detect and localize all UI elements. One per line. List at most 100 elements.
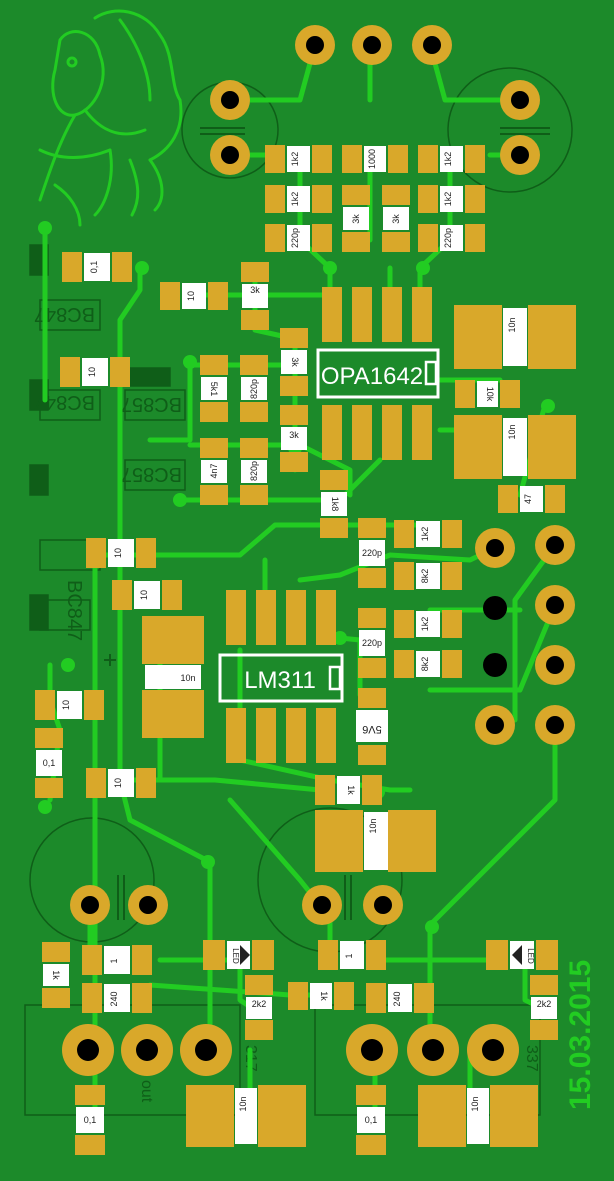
c-10n-a: 10n xyxy=(454,305,576,369)
c-10n-b: 10n xyxy=(454,415,576,479)
r-1k2-c: 1k2 xyxy=(394,520,462,548)
r-10-a: 10 xyxy=(160,282,228,310)
r-mid-1k2-a: 1k2 xyxy=(265,185,332,213)
r-2k2-a-label: 2k2 xyxy=(252,999,267,1009)
fish-logo xyxy=(38,9,183,227)
silk-transistor-5: BC847 xyxy=(63,580,85,641)
polarity-marks xyxy=(104,127,550,920)
r-10-d: 10 xyxy=(35,690,104,720)
r-5k1: 5k1 xyxy=(200,355,228,422)
r-8k2-a-label: 8k2 xyxy=(420,569,430,584)
led-b: LED xyxy=(486,940,558,970)
ic-opa1642: OPA1642 xyxy=(316,287,440,460)
r-1k-b-label: 1k xyxy=(51,970,61,980)
r-5k1-label: 5k1 xyxy=(209,382,219,397)
r-10-c: 10 xyxy=(86,538,156,568)
c-01-mid: 0,1 xyxy=(35,728,63,798)
r-top-1000: 1000 xyxy=(342,145,408,173)
r-3k-b-label: 3k xyxy=(391,214,401,224)
r-10-b: 10 xyxy=(60,357,130,387)
c-220p-a-label: 220p xyxy=(290,228,300,248)
r-top-1000-label: 1000 xyxy=(367,149,377,169)
r-1k-a-label: 1k xyxy=(346,785,356,795)
r-1k2-d: 1k2 xyxy=(394,610,462,638)
led-a: LED xyxy=(203,940,274,970)
c-220p-c: 220p xyxy=(358,518,386,588)
c-820p-a: 820p xyxy=(240,355,268,422)
r-3k-a-label: 3k xyxy=(351,214,361,224)
c-01-br-label: 0,1 xyxy=(365,1115,378,1125)
silk-regulator-337: 337 xyxy=(523,1045,540,1072)
c-220p-b: 220p xyxy=(418,224,485,252)
r-47: 47 xyxy=(498,485,565,513)
r-1-a-label: 1 xyxy=(109,958,119,963)
r-8k2-b-label: 8k2 xyxy=(420,657,430,672)
r-3k-e-label: 3k xyxy=(289,430,299,440)
r-1k2-d-label: 1k2 xyxy=(420,617,430,632)
r-10k-side: 10k xyxy=(455,380,520,408)
c-01-bl-label: 0,1 xyxy=(84,1115,97,1125)
c-01-br: 0,1 xyxy=(356,1085,386,1155)
r-10-f: 10 xyxy=(86,768,156,798)
r-mid-1k2-b-label: 1k2 xyxy=(443,192,453,207)
c-4n7-label: 4n7 xyxy=(209,463,219,478)
c-220p-d: 220p xyxy=(358,608,386,678)
r-240-b: 240 xyxy=(366,983,434,1013)
r-10-b-label: 10 xyxy=(87,367,97,377)
c-220p-d-label: 220p xyxy=(362,638,382,648)
c-01-bl: 0,1 xyxy=(75,1085,105,1155)
r-top-1k2-a: 1k2 xyxy=(265,145,332,173)
c-10n-br: 10n xyxy=(418,1085,538,1147)
r-10k-side-label: 10k xyxy=(485,387,495,402)
r-1k-a: 1k xyxy=(315,775,382,805)
r-10-f-label: 10 xyxy=(113,778,123,788)
silk-transistor-1: BC847 xyxy=(34,303,95,325)
r-10-e-label: 10 xyxy=(139,590,149,600)
c-10n-d: 10n xyxy=(315,810,436,872)
date-label: 15.03.2015 xyxy=(564,960,597,1110)
r-10-c-label: 10 xyxy=(113,548,123,558)
r-1k2-c-label: 1k2 xyxy=(420,527,430,542)
c-01-top: 0,1 xyxy=(62,252,132,282)
r-2k2-b: 2k2 xyxy=(530,975,558,1040)
c-10n-b-label: 10n xyxy=(507,424,517,439)
bottom-silk-text: BC847 BC847 BC857 BC857 BC847 317 337 ou… xyxy=(34,303,540,1103)
c-10n-c-label: 10n xyxy=(180,673,195,683)
c-10n-d-label: 10n xyxy=(368,818,378,833)
r-8k2-a: 8k2 xyxy=(394,562,462,590)
r-240-a-label: 240 xyxy=(109,991,119,1006)
led-b-label: LED xyxy=(526,948,535,964)
r-3k-d-label: 3k xyxy=(290,357,300,367)
c-820p-b-label: 820p xyxy=(249,461,259,481)
r-3k-e: 3k xyxy=(280,405,308,472)
r-1k-c: 1k xyxy=(288,982,354,1010)
c-01-top-label: 0,1 xyxy=(89,261,99,274)
c-10n-bl-label: 10n xyxy=(238,1096,248,1111)
c-820p-a-label: 820p xyxy=(249,379,259,399)
c-10n-bl: 10n xyxy=(186,1085,306,1147)
d-5v6-label: 5V6 xyxy=(362,723,382,735)
d-5v6: 5V6 xyxy=(356,688,388,765)
led-a-label: LED xyxy=(231,948,240,964)
r-8k2-b: 8k2 xyxy=(394,650,462,678)
r-mid-1k2-b: 1k2 xyxy=(418,185,485,213)
r-1k-c-label: 1k xyxy=(319,991,329,1001)
smd-components: 1k2 1000 1k2 1k2 1k2 220p 3k 3k 220p 0,1… xyxy=(35,145,576,1155)
c-4n7: 4n7 xyxy=(200,438,228,505)
silk-transistor-3: BC857 xyxy=(121,393,182,415)
r-top-1k2-b-label: 1k2 xyxy=(443,152,453,167)
silk-transistor-4: BC857 xyxy=(121,463,182,485)
c-10n-br-label: 10n xyxy=(470,1096,480,1111)
r-10-e-upper: 10 xyxy=(112,580,182,610)
c-220p-b-label: 220p xyxy=(443,228,453,248)
ic-opa1642-label: OPA1642 xyxy=(321,363,423,390)
r-1k8-label: 1k8 xyxy=(330,497,340,512)
r-1k-b: 1k xyxy=(42,942,70,1008)
r-1-a: 1 xyxy=(82,945,152,975)
r-2k2-b-label: 2k2 xyxy=(537,999,552,1009)
c-01-mid-label: 0,1 xyxy=(43,758,56,768)
c-220p-c-label: 220p xyxy=(362,548,382,558)
c-220p-a: 220p xyxy=(265,224,332,252)
r-3k-d: 3k xyxy=(280,328,308,396)
r-top-1k2-a-label: 1k2 xyxy=(290,152,300,167)
